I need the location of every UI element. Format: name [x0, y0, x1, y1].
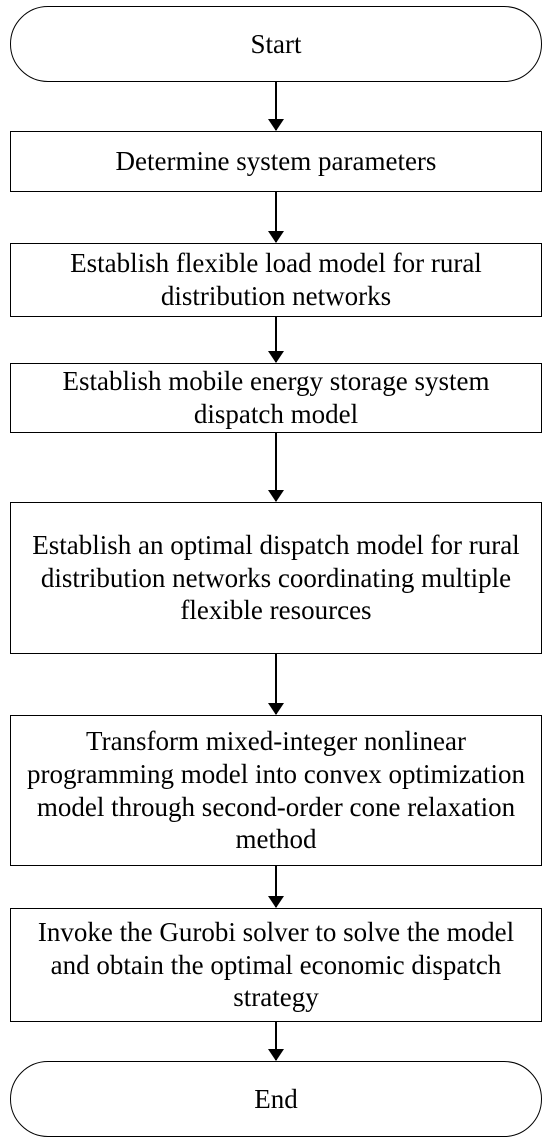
start-terminal: Start: [10, 6, 542, 82]
step-determine-parameters: Determine system parameters: [10, 131, 542, 192]
start-label: Start: [250, 28, 302, 59]
step-gurobi-solver: Invoke the Gurobi solver to solve the mo…: [10, 908, 542, 1022]
step-1-label: Determine system parameters: [115, 146, 437, 177]
step-6-label: Invoke the Gurobi solver to solve the mo…: [37, 916, 515, 1013]
step-flexible-load-model: Establish flexible load model for rural …: [10, 243, 542, 317]
end-label: End: [254, 1083, 298, 1114]
step-optimal-dispatch-model: Establish an optimal dispatch model for …: [10, 502, 542, 654]
step-3-label: Establish mobile energy storage system d…: [62, 366, 490, 429]
step-mobile-storage-model: Establish mobile energy storage system d…: [10, 363, 542, 433]
step-5-label: Transform mixed-integer nonlinear progra…: [27, 725, 525, 855]
step-2-label: Establish flexible load model for rural …: [70, 248, 482, 311]
step-socp-relaxation: Transform mixed-integer nonlinear progra…: [10, 715, 542, 866]
step-4-label: Establish an optimal dispatch model for …: [32, 529, 520, 626]
end-terminal: End: [10, 1061, 542, 1137]
